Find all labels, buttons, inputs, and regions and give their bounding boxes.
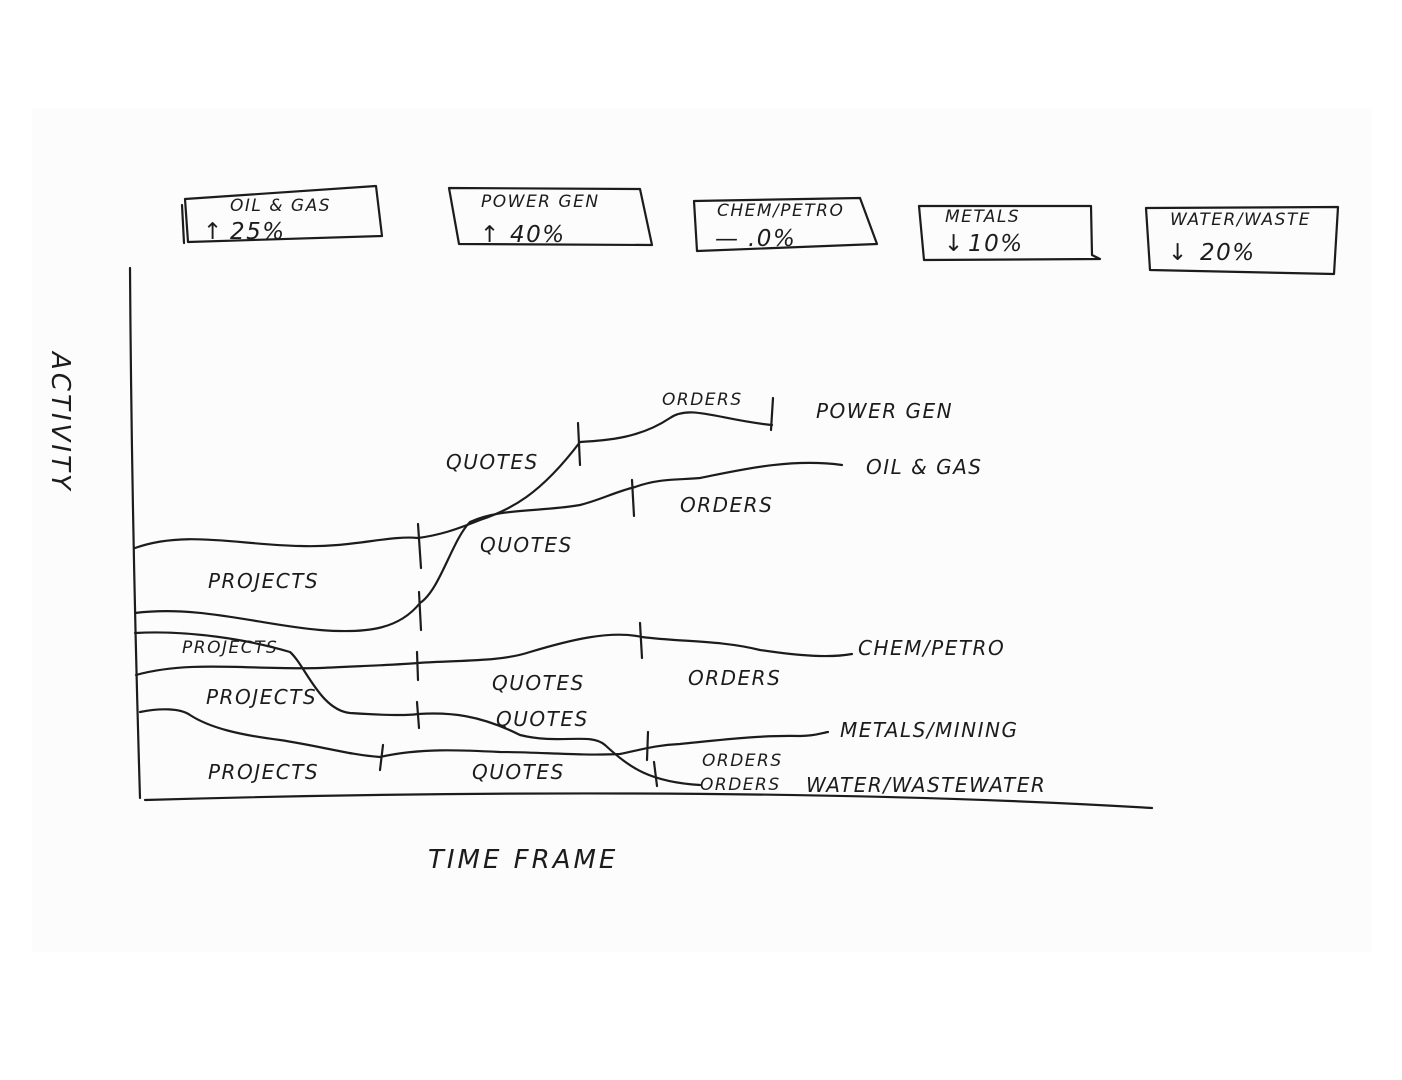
card-metals-change: 10%	[968, 231, 1024, 257]
card-metals-arrow: ↓	[944, 231, 965, 257]
power-gen-tick-quotes	[416, 522, 423, 570]
oil-gas-tick-orders	[630, 478, 636, 518]
card-chem-petro: CHEM/PETRO — .0%	[692, 196, 879, 253]
card-power-gen-change: 40%	[510, 222, 566, 248]
card-metals-title: METALS	[945, 207, 1020, 227]
water-orders-label: ORDERS	[700, 775, 781, 795]
power-gen-quotes-label: QUOTES	[446, 450, 539, 474]
metals-quotes-label: QUOTES	[472, 760, 565, 784]
y-axis-label: ACTIVITY	[45, 350, 75, 493]
card-oil-gas-frame	[183, 184, 384, 244]
power-gen-orders-label: ORDERS	[662, 390, 743, 410]
oil-gas-quotes-label: QUOTES	[480, 533, 573, 557]
power-gen-line	[133, 411, 774, 550]
x-axis-label: TIME FRAME	[428, 845, 618, 875]
water-projects-label: PROJECTS	[182, 638, 278, 658]
card-oil-gas-edge	[180, 203, 186, 245]
card-power-gen-frame	[447, 186, 654, 247]
metals-tick-quotes	[378, 743, 385, 772]
card-power-gen-title: POWER GEN	[481, 192, 600, 212]
card-water-waste: WATER/WASTE ↓ 20%	[1144, 205, 1340, 276]
chem-petro-tick-quotes	[415, 650, 420, 682]
power-gen-tick-end	[769, 396, 775, 432]
water-series-label: WATER/WASTEWATER	[806, 773, 1046, 797]
chem-petro-line	[134, 633, 854, 677]
card-oil-gas-title: OIL & GAS	[230, 196, 331, 216]
chem-petro-quotes-label: QUOTES	[492, 671, 585, 695]
power-gen-series-label: POWER GEN	[816, 399, 953, 423]
oil-gas-tick-quotes	[417, 590, 423, 632]
chem-petro-series-label: CHEM/PETRO	[858, 636, 1005, 660]
card-oil-gas-change: 25%	[230, 219, 286, 245]
card-water-waste-frame	[1144, 205, 1340, 276]
y-axis-line	[128, 266, 142, 800]
chem-petro-projects-label: PROJECTS	[206, 685, 317, 709]
card-metals-frame	[917, 204, 1102, 262]
chem-petro-orders-label: ORDERS	[688, 666, 781, 690]
oil-gas-line	[133, 461, 844, 633]
card-metals: METALS ↓ 10%	[917, 204, 1102, 262]
oil-gas-orders-label: ORDERS	[680, 493, 773, 517]
card-chem-petro-change: .0%	[748, 226, 796, 252]
card-water-waste-title: WATER/WASTE	[1170, 210, 1311, 230]
card-water-waste-arrow: ↓	[1168, 240, 1189, 266]
water-tick-quotes	[415, 700, 421, 730]
oil-gas-series-label: OIL & GAS	[866, 455, 982, 479]
metals-series-label: METALS/MINING	[840, 718, 1019, 742]
card-chem-petro-arrow: —	[715, 226, 740, 252]
metals-tick-orders	[645, 730, 650, 762]
card-oil-gas-arrow: ↑	[203, 219, 224, 245]
power-gen-tick-orders	[576, 421, 582, 467]
water-tick-orders	[652, 760, 659, 788]
card-power-gen-arrow: ↑	[480, 222, 501, 248]
card-chem-petro-title: CHEM/PETRO	[717, 201, 844, 221]
metals-line	[138, 708, 830, 759]
card-chem-petro-frame	[692, 196, 879, 253]
power-gen-projects-label: PROJECTS	[208, 569, 319, 593]
x-axis-line	[143, 792, 1154, 810]
water-quotes-label: QUOTES	[496, 707, 589, 731]
metals-projects-label: PROJECTS	[208, 760, 319, 784]
card-oil-gas: OIL & GAS ↑ 25%	[180, 184, 384, 245]
chem-petro-tick-orders	[638, 621, 644, 660]
card-power-gen: POWER GEN ↑ 40%	[447, 186, 654, 248]
metals-orders-label: ORDERS	[702, 751, 783, 771]
card-water-waste-change: 20%	[1200, 240, 1256, 266]
